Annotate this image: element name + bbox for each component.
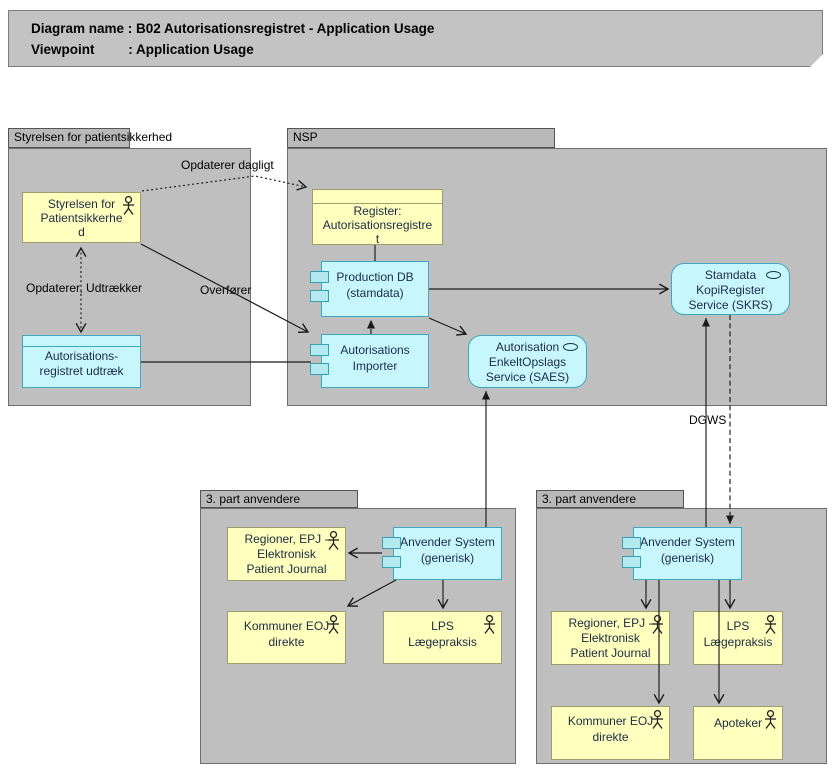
business-actor-icon — [483, 615, 496, 634]
group-thirdparty-right-label: 3. part anvendere — [542, 492, 637, 506]
data-object-bar — [23, 346, 140, 347]
group-nsp-tab[interactable]: NSP — [287, 128, 555, 148]
node-anvender-system-right-label: Anvender System (generisk) — [640, 535, 735, 565]
business-actor-icon — [122, 196, 135, 215]
node-apoteker-right-label: Apoteker — [713, 716, 763, 730]
group-styrelsen-label: Styrelsen for patientsikkerhed — [14, 130, 173, 144]
node-regioner-right-label: Regioner, EPJ - Elektronisk Patient Jour… — [568, 616, 653, 660]
node-saes-label: Autorisation EnkeltOpslags Service (SAES… — [485, 340, 570, 384]
node-anvender-system-left[interactable]: Anvender System (generisk) — [382, 527, 502, 580]
node-apoteker-right[interactable]: Apoteker — [693, 706, 783, 760]
node-saes-service[interactable]: Autorisation EnkeltOpslags Service (SAES… — [468, 335, 587, 388]
node-production-db-label: Production DB (stamdata) — [336, 270, 414, 300]
business-actor-icon — [327, 615, 340, 634]
node-kommuner-right-label: Kommuner EOJ direkte — [567, 714, 654, 744]
viewpoint-line: Viewpoint : Application Usage — [31, 42, 254, 57]
group-nsp-label: NSP — [293, 130, 318, 144]
node-register-label: Register: Autorisationsregistre t — [322, 204, 433, 246]
node-lps-right[interactable]: LPS Lægepraksis — [693, 611, 783, 665]
group-thirdparty-left-label: 3. part anvendere — [206, 492, 301, 506]
component-tab-icon — [310, 271, 329, 283]
node-production-db[interactable]: Production DB (stamdata) — [310, 261, 429, 317]
node-autorisationsregistret-udtraek[interactable]: Autorisations- registret udtræk — [22, 335, 141, 388]
node-anvender-system-left-label: Anvender System (generisk) — [400, 535, 495, 565]
node-lps-left[interactable]: LPS Lægepraksis — [383, 611, 502, 664]
edge-label-dgws: DGWS — [689, 413, 727, 427]
service-oval-icon — [766, 271, 781, 279]
edge-label-opdaterer-udtraekker: Opdaterer, Udtrækker — [26, 281, 143, 295]
node-skrs-label: Stamdata KopiRegister Service (SKRS) — [688, 268, 773, 312]
node-autorisations-importer-label: Autorisations Importer — [340, 343, 410, 373]
node-kommuner-left[interactable]: Kommuner EOJ direkte — [227, 611, 346, 664]
diagram-title-note: Diagram name : B02 Autorisationsregistre… — [8, 10, 823, 67]
business-actor-icon — [764, 710, 777, 729]
node-regioner-left[interactable]: Regioner, EPJ - Elektronisk Patient Jour… — [227, 527, 346, 581]
node-kommuner-right[interactable]: Kommuner EOJ direkte — [551, 706, 670, 760]
component-tab-icon — [382, 556, 401, 568]
business-actor-icon — [764, 615, 777, 634]
component-tab-icon — [310, 290, 329, 302]
edge-label-opdaterer-dagligt: Opdaterer dagligt — [181, 158, 274, 172]
node-autorisationsregistret-udtraek-label: Autorisations- registret udtræk — [39, 349, 124, 378]
edge-label-overfoerer: Overfører — [200, 283, 252, 297]
node-skrs-service[interactable]: Stamdata KopiRegister Service (SKRS) — [671, 263, 790, 315]
node-regioner-right[interactable]: Regioner, EPJ - Elektronisk Patient Jour… — [551, 611, 670, 665]
business-actor-icon — [651, 710, 664, 729]
component-tab-icon — [310, 363, 329, 375]
node-lps-right-label: LPS Lægepraksis — [703, 619, 773, 649]
group-thirdparty-right-tab[interactable]: 3. part anvendere — [536, 490, 684, 508]
node-styrelsen-actor[interactable]: Styrelsen for Patientsikkerhe d — [22, 192, 141, 243]
node-kommuner-left-label: Kommuner EOJ direkte — [243, 619, 330, 649]
component-tab-icon — [310, 344, 329, 356]
business-actor-icon — [651, 615, 664, 634]
service-oval-icon — [563, 343, 578, 351]
component-tab-icon — [622, 537, 641, 549]
component-tab-icon — [382, 537, 401, 549]
node-autorisations-importer[interactable]: Autorisations Importer — [310, 334, 429, 388]
diagram-name-line: Diagram name : B02 Autorisationsregistre… — [31, 21, 435, 36]
node-styrelsen-actor-label: Styrelsen for Patientsikkerhe d — [40, 197, 123, 239]
group-styrelsen-tab[interactable]: Styrelsen for patientsikkerhed — [8, 128, 172, 148]
node-regioner-left-label: Regioner, EPJ - Elektronisk Patient Jour… — [244, 532, 329, 576]
node-register-autorisationsregistret[interactable]: Register: Autorisationsregistre t — [312, 189, 443, 246]
group-thirdparty-left-tab[interactable]: 3. part anvendere — [200, 490, 358, 508]
data-object-bar — [313, 203, 442, 204]
component-tab-icon — [622, 556, 641, 568]
business-actor-icon — [327, 531, 340, 550]
node-anvender-system-right[interactable]: Anvender System (generisk) — [622, 527, 742, 580]
node-lps-left-label: LPS Lægepraksis — [408, 619, 477, 649]
